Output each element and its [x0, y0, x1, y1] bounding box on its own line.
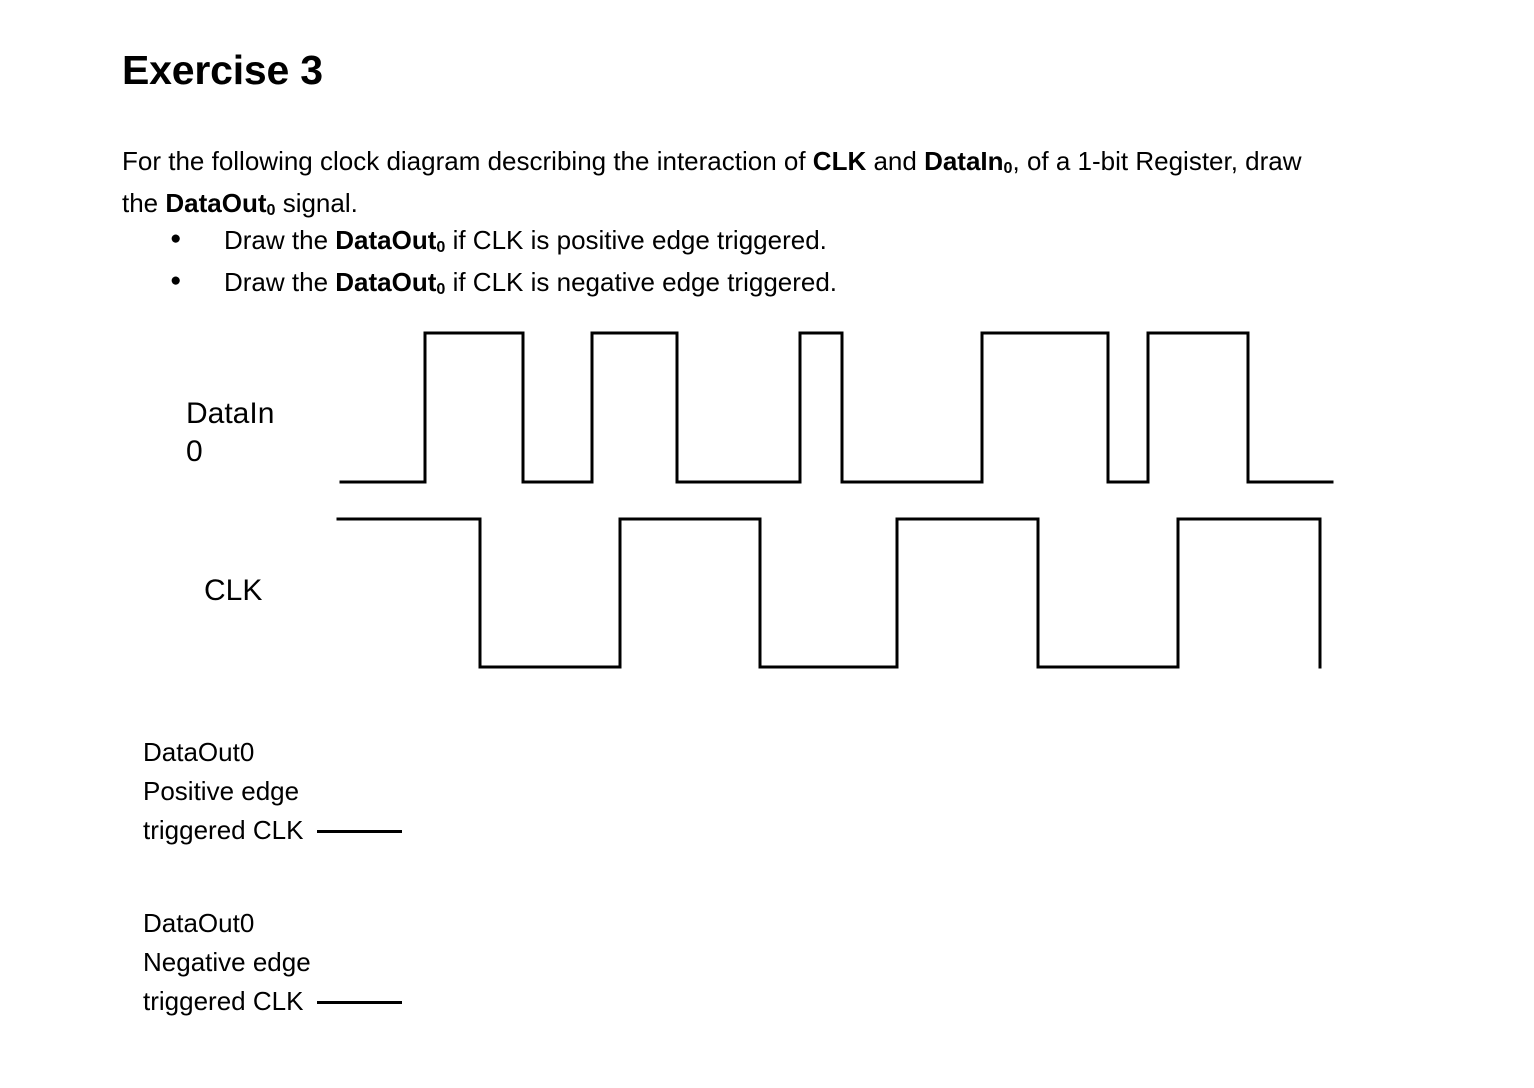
intro-paragraph: For the following clock diagram describi… [122, 142, 1302, 226]
answer-line-1: DataOut0 [143, 737, 255, 767]
answer-line-3-text: triggered CLK [143, 815, 304, 845]
intro-suffix: signal. [275, 188, 358, 218]
answer-line-2: Positive edge [143, 776, 300, 806]
intro-datain-subscript: 0 [1003, 158, 1013, 177]
answer-block-positive-edge: DataOut0 Positive edge triggered CLK [143, 733, 403, 850]
intro-bold-datain: DataIn0 [924, 146, 1013, 177]
signal-label-clk: CLK [204, 574, 263, 607]
answer-blank-negative[interactable] [317, 1001, 403, 1005]
intro-dataout-text: DataOut [165, 188, 267, 218]
answer-line-2: Negative edge [143, 947, 311, 977]
bullet-bold-dataout: DataOut0 [335, 267, 446, 298]
intro-prefix: For the following clock diagram describi… [122, 146, 813, 176]
intro-bold-clk: CLK [812, 146, 867, 176]
bullet-dataout-text: DataOut [335, 225, 437, 255]
waveform-clk-trace [336, 517, 1322, 669]
signal-label-datain: DataIn 0 [186, 397, 275, 468]
intro-mid2: , of a 1-bit Register, draw the [122, 146, 1302, 218]
bullet-dataout-subscript: 0 [436, 279, 446, 298]
bullet-dataout-text: DataOut [335, 267, 437, 297]
answer-blank-positive[interactable] [317, 830, 403, 834]
bullet-suffix: if CLK is negative edge triggered. [445, 267, 838, 297]
intro-dataout-subscript: 0 [266, 200, 276, 219]
bullet-bold-dataout: DataOut0 [335, 225, 446, 256]
answer-line-1: DataOut0 [143, 908, 255, 938]
page-title: Exercise 3 [122, 47, 323, 93]
intro-mid1: and [866, 146, 925, 176]
instruction-list: Draw the DataOut0 if CLK is positive edg… [170, 220, 1270, 305]
bullet-prefix: Draw the [224, 267, 336, 297]
bullet-prefix: Draw the [224, 225, 336, 255]
answer-line-3: triggered CLK [143, 982, 403, 1021]
answer-line-3-text: triggered CLK [143, 986, 304, 1016]
waveform-svg [336, 331, 1334, 669]
list-item: Draw the DataOut0 if CLK is positive edg… [170, 220, 1270, 263]
intro-bold-dataout: DataOut0 [165, 188, 276, 219]
waveform-datain-trace [339, 331, 1334, 484]
intro-datain-text: DataIn [924, 146, 1004, 176]
bullet-dataout-subscript: 0 [436, 237, 446, 256]
timing-diagram: DataIn 0 CLK [0, 300, 1534, 700]
bullet-suffix: if CLK is positive edge triggered. [445, 225, 827, 255]
list-item: Draw the DataOut0 if CLK is negative edg… [170, 262, 1270, 305]
answer-block-negative-edge: DataOut0 Negative edge triggered CLK [143, 904, 403, 1021]
answer-line-3: triggered CLK [143, 811, 403, 850]
